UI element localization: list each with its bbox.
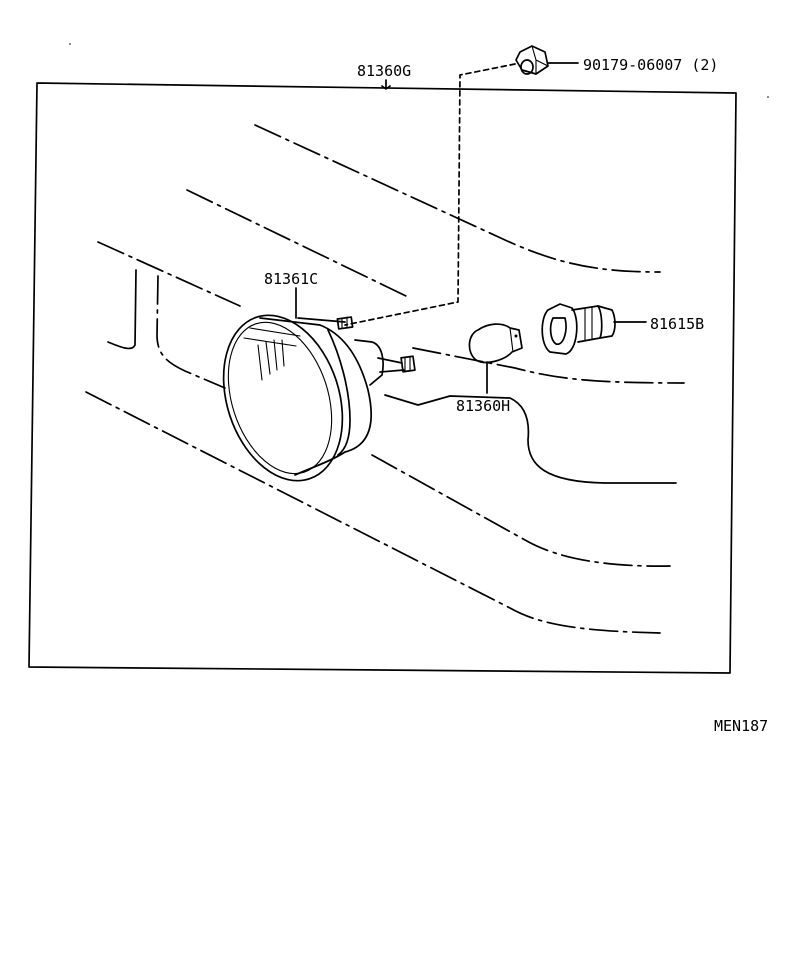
bumper-contour-lines <box>85 124 685 634</box>
label-81360G: 81360G <box>357 62 411 80</box>
assembly-frame <box>28 82 737 674</box>
socket-81615B <box>541 303 616 355</box>
label-81361C: 81361C <box>264 270 318 288</box>
nut-90179-06007 <box>515 45 549 75</box>
leader-lines <box>295 62 647 394</box>
fog-lamp-lens <box>222 314 344 482</box>
label-90179-06007: 90179-06007 (2) <box>583 56 718 74</box>
scan-specks <box>69 43 769 98</box>
label-81615B: 81615B <box>650 315 704 333</box>
label-81360H: 81360H <box>456 397 510 415</box>
figure-code: MEN187 <box>714 717 768 735</box>
fog-lamp-housing <box>259 316 416 476</box>
bulb-81360H <box>468 323 523 364</box>
